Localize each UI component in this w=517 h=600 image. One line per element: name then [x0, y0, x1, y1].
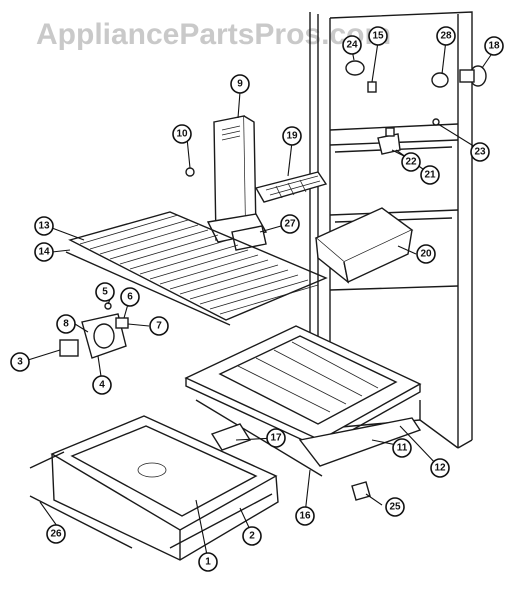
callout-8: 8 — [56, 314, 76, 334]
control-housing — [59, 302, 129, 359]
watermark: AppliancePartsPros.com — [36, 18, 391, 51]
part-18-shape — [459, 65, 487, 87]
svg-text:20: 20 — [420, 249, 432, 260]
part-16-shape — [195, 399, 323, 477]
part-26b-shape — [29, 451, 65, 469]
svg-text:9: 9 — [237, 79, 243, 90]
part-9-shape — [206, 115, 268, 243]
callout-4: 4 — [92, 375, 112, 395]
callout-15: 15 — [368, 26, 388, 46]
part-11-shape — [298, 417, 422, 467]
svg-text:3: 3 — [17, 357, 23, 368]
svg-text:22: 22 — [405, 157, 417, 168]
callout-5: 5 — [95, 282, 115, 302]
callout-19: 19 — [282, 126, 302, 146]
part-1-shape — [50, 415, 279, 561]
callout-28: 28 — [436, 26, 456, 46]
callout-2: 2 — [242, 526, 262, 546]
svg-text:17: 17 — [270, 433, 282, 444]
svg-text:25: 25 — [389, 502, 401, 513]
svg-text:1: 1 — [205, 557, 211, 568]
callout-3: 3 — [10, 352, 30, 372]
svg-text:15: 15 — [372, 31, 384, 42]
callout-16: 16 — [295, 506, 315, 526]
callout-13: 13 — [34, 216, 54, 236]
cabinet-liner — [309, 11, 473, 449]
svg-text:12: 12 — [434, 463, 446, 474]
part-26-shape — [29, 495, 133, 549]
part-19-shape — [254, 171, 328, 203]
callout-27: 27 — [280, 214, 300, 234]
callout-14: 14 — [34, 242, 54, 262]
glass-shelf — [184, 325, 422, 449]
callout-7: 7 — [149, 316, 169, 336]
callout-18: 18 — [484, 36, 504, 56]
svg-text:6: 6 — [127, 292, 133, 303]
svg-text:19: 19 — [286, 131, 298, 142]
callout-10: 10 — [172, 124, 192, 144]
part-10-shape — [185, 167, 195, 177]
svg-text:16: 16 — [299, 511, 311, 522]
callout-17: 17 — [266, 428, 286, 448]
callout-20: 20 — [416, 244, 436, 264]
svg-text:13: 13 — [38, 221, 50, 232]
callout-24: 24 — [342, 35, 362, 55]
svg-text:10: 10 — [176, 129, 188, 140]
svg-text:21: 21 — [424, 170, 436, 181]
callout-1: 1 — [198, 552, 218, 572]
svg-text:18: 18 — [488, 41, 500, 52]
svg-text:4: 4 — [99, 380, 105, 391]
callout-21: 21 — [420, 165, 440, 185]
callout-26: 26 — [46, 524, 66, 544]
svg-text:24: 24 — [346, 40, 358, 51]
part-28-shape — [431, 72, 449, 88]
part-23-shape — [432, 118, 440, 126]
callout-9: 9 — [230, 74, 250, 94]
svg-text:26: 26 — [50, 529, 62, 540]
svg-text:23: 23 — [474, 147, 486, 158]
callout-23: 23 — [470, 142, 490, 162]
svg-text:7: 7 — [156, 321, 162, 332]
part-17-shape — [210, 423, 252, 451]
svg-text:27: 27 — [284, 219, 296, 230]
svg-text:2: 2 — [249, 531, 255, 542]
part-15-shape — [367, 81, 377, 93]
svg-text:14: 14 — [38, 247, 50, 258]
callout-6: 6 — [120, 287, 140, 307]
part-24-shape — [345, 60, 365, 76]
callout-25: 25 — [385, 497, 405, 517]
part-2-shape — [169, 493, 273, 549]
callout-11: 11 — [392, 438, 412, 458]
part-21-22-shape — [377, 127, 401, 155]
part-25-shape — [351, 481, 371, 501]
callout-22: 22 — [401, 152, 421, 172]
svg-text:28: 28 — [440, 31, 452, 42]
callout-12: 12 — [430, 458, 450, 478]
svg-text:8: 8 — [63, 319, 69, 330]
part-27-shape — [231, 225, 267, 251]
svg-text:11: 11 — [397, 443, 408, 454]
part-20-shape — [314, 207, 414, 284]
svg-text:5: 5 — [102, 287, 108, 298]
wire-shelf — [65, 211, 328, 326]
